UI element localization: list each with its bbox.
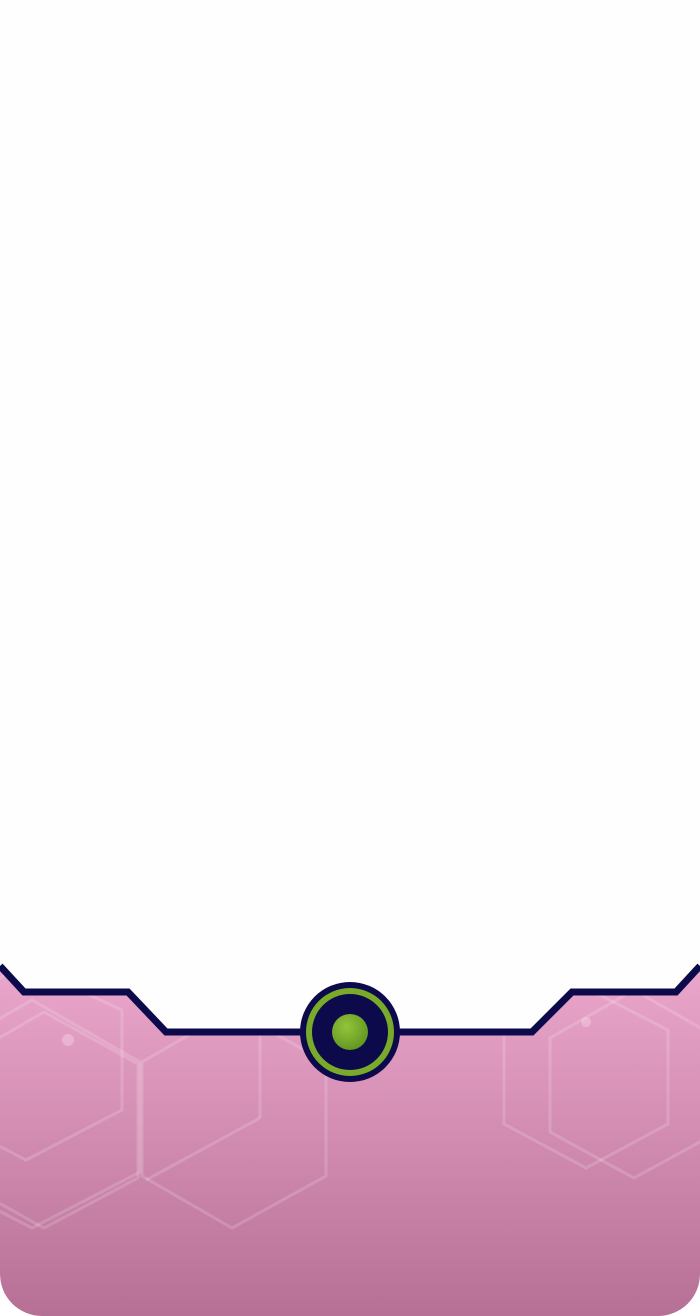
panel-background (0, 968, 700, 1316)
target-circle-icon (300, 982, 400, 1082)
main-content-area (0, 0, 700, 960)
center-action-button[interactable] (298, 980, 402, 1084)
